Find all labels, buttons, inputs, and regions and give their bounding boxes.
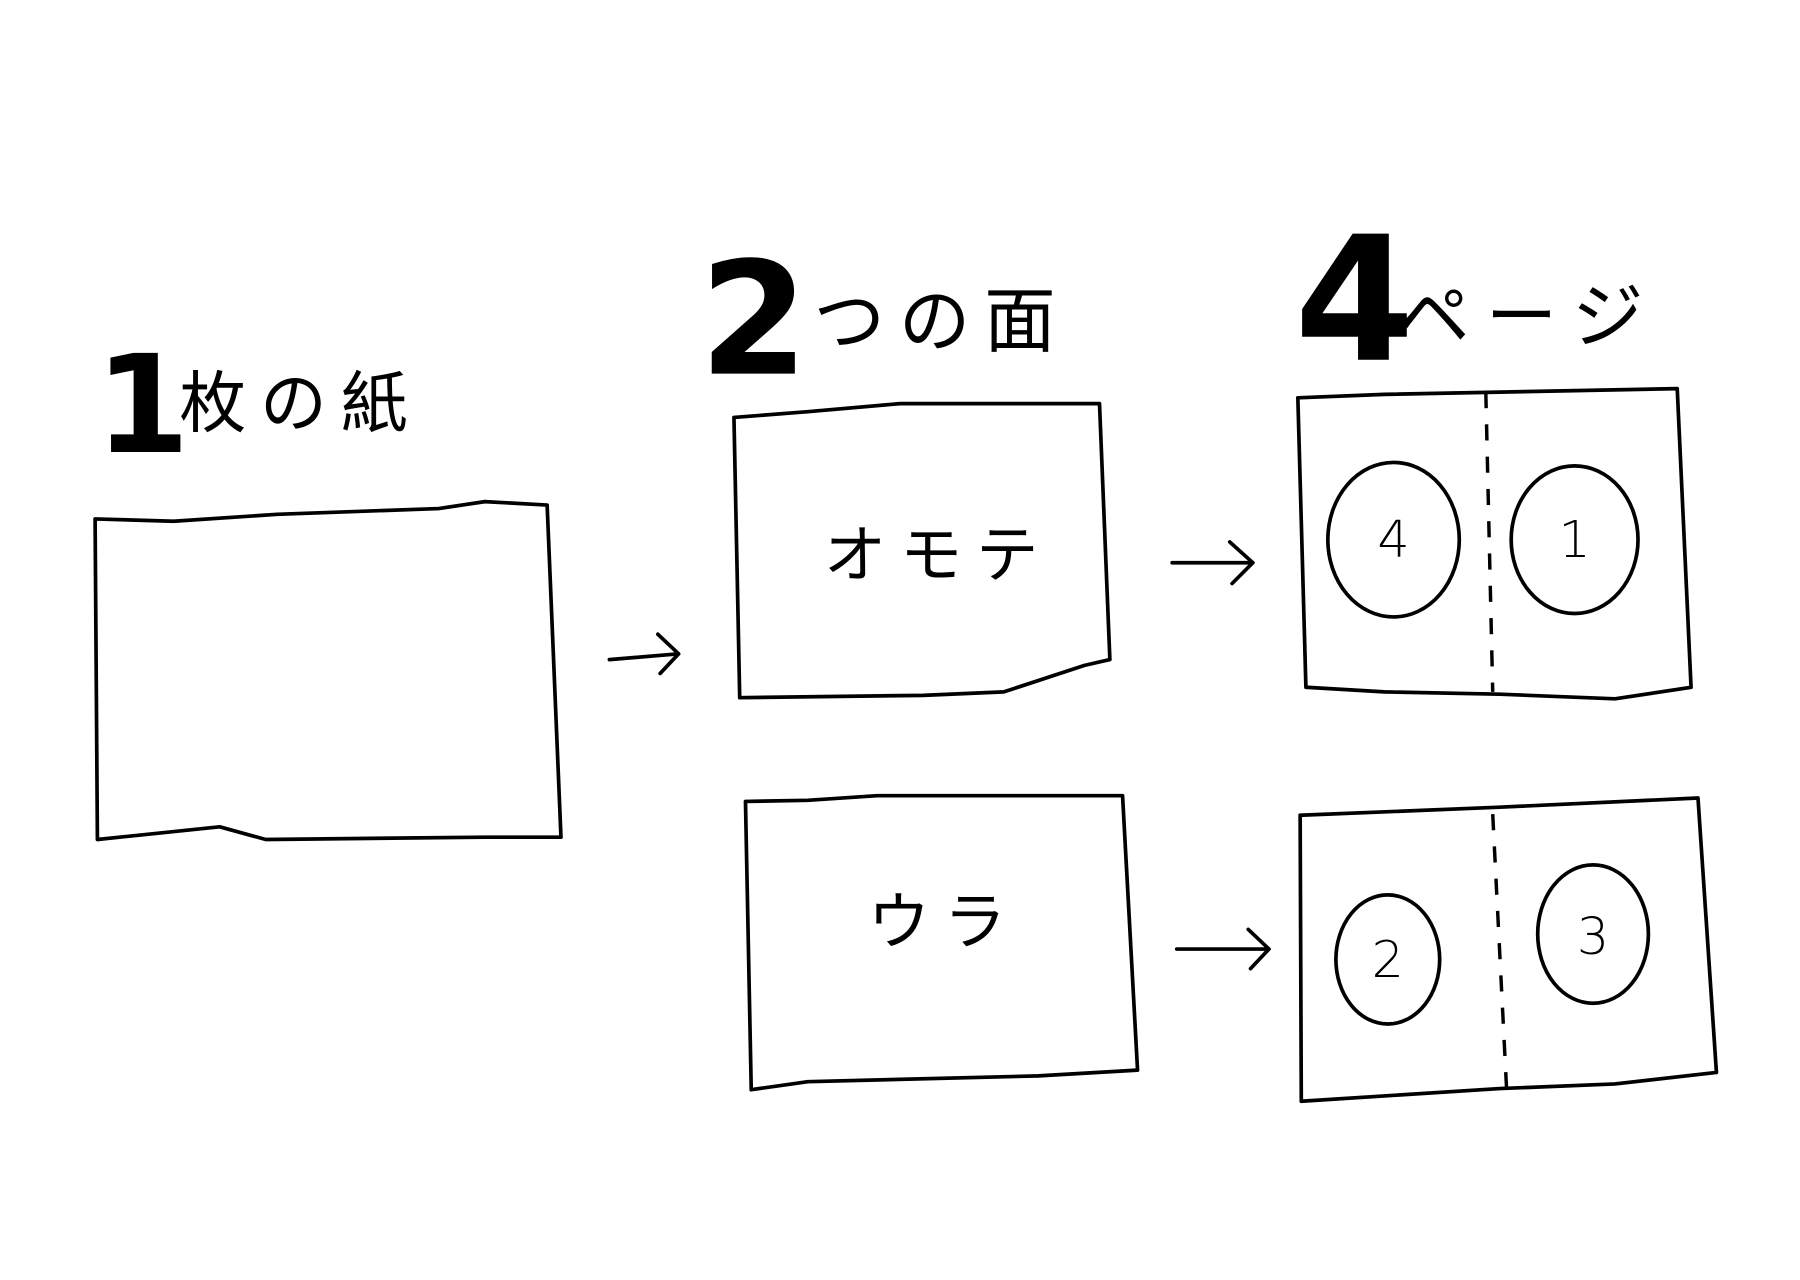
arrow-icon	[607, 632, 681, 676]
heading-one-sheet: 1 枚の紙	[95, 327, 421, 485]
page-number: 3	[1577, 907, 1609, 966]
back-pages-spread: 2 3	[1298, 796, 1719, 1104]
front-label: オモテ	[824, 519, 1052, 592]
single-sheet	[93, 499, 563, 842]
back-sheet: ウラ	[743, 793, 1140, 1092]
heading-number: 2	[699, 228, 808, 411]
arrow-icon	[1174, 927, 1271, 971]
arrow-icon	[1170, 540, 1255, 586]
page-number: 2	[1372, 930, 1404, 989]
heading-number: 4	[1294, 199, 1414, 401]
heading-four-pages: 4 ページ	[1294, 199, 1659, 401]
heading-two-sides: 2 つの面	[699, 228, 1070, 411]
page-number: 4	[1377, 510, 1409, 569]
front-pages-spread: 4 1	[1295, 386, 1693, 701]
heading-number: 1	[95, 327, 190, 485]
back-label: ウラ	[868, 885, 1020, 958]
front-sheet: オモテ	[732, 401, 1112, 700]
heading-text: 枚の紙	[179, 365, 421, 443]
heading-text: つの面	[814, 280, 1070, 363]
heading-text: ページ	[1398, 275, 1659, 358]
page-number: 1	[1558, 510, 1590, 569]
